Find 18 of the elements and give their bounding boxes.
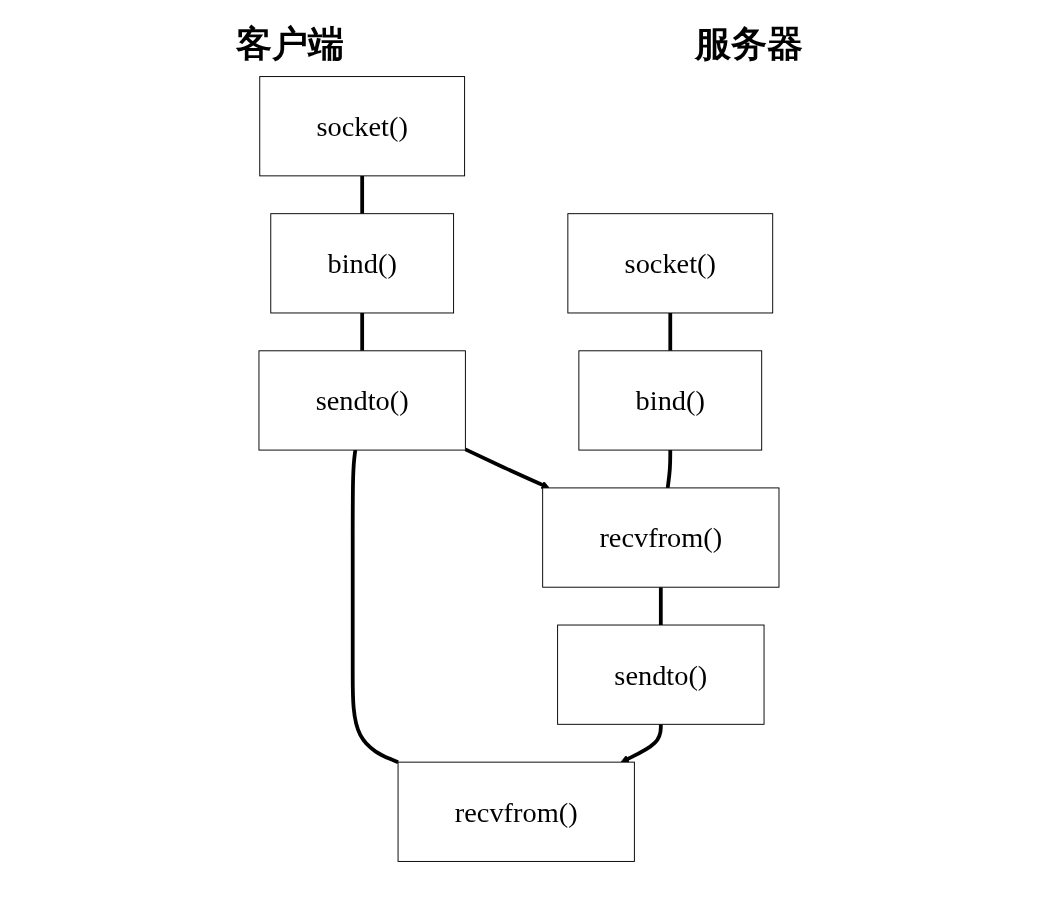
connector: [360, 175, 365, 214]
node-box: bind(): [578, 350, 763, 451]
arrow: [620, 724, 663, 763]
node-box: recvfrom(): [397, 761, 635, 862]
connector: [350, 449, 399, 764]
connector: [360, 312, 365, 351]
node-box: socket(): [259, 76, 466, 177]
node-box: sendto(): [258, 350, 466, 451]
connector: [665, 450, 673, 489]
node-box: socket(): [567, 213, 774, 314]
connector: [658, 587, 663, 626]
node-box: bind(): [270, 213, 455, 314]
column-heading: 服务器: [694, 22, 803, 66]
arrow: [464, 447, 550, 489]
node-box: sendto(): [557, 624, 765, 725]
column-heading: 客户端: [235, 22, 344, 66]
connector: [668, 312, 673, 351]
node-box: recvfrom(): [542, 487, 780, 588]
